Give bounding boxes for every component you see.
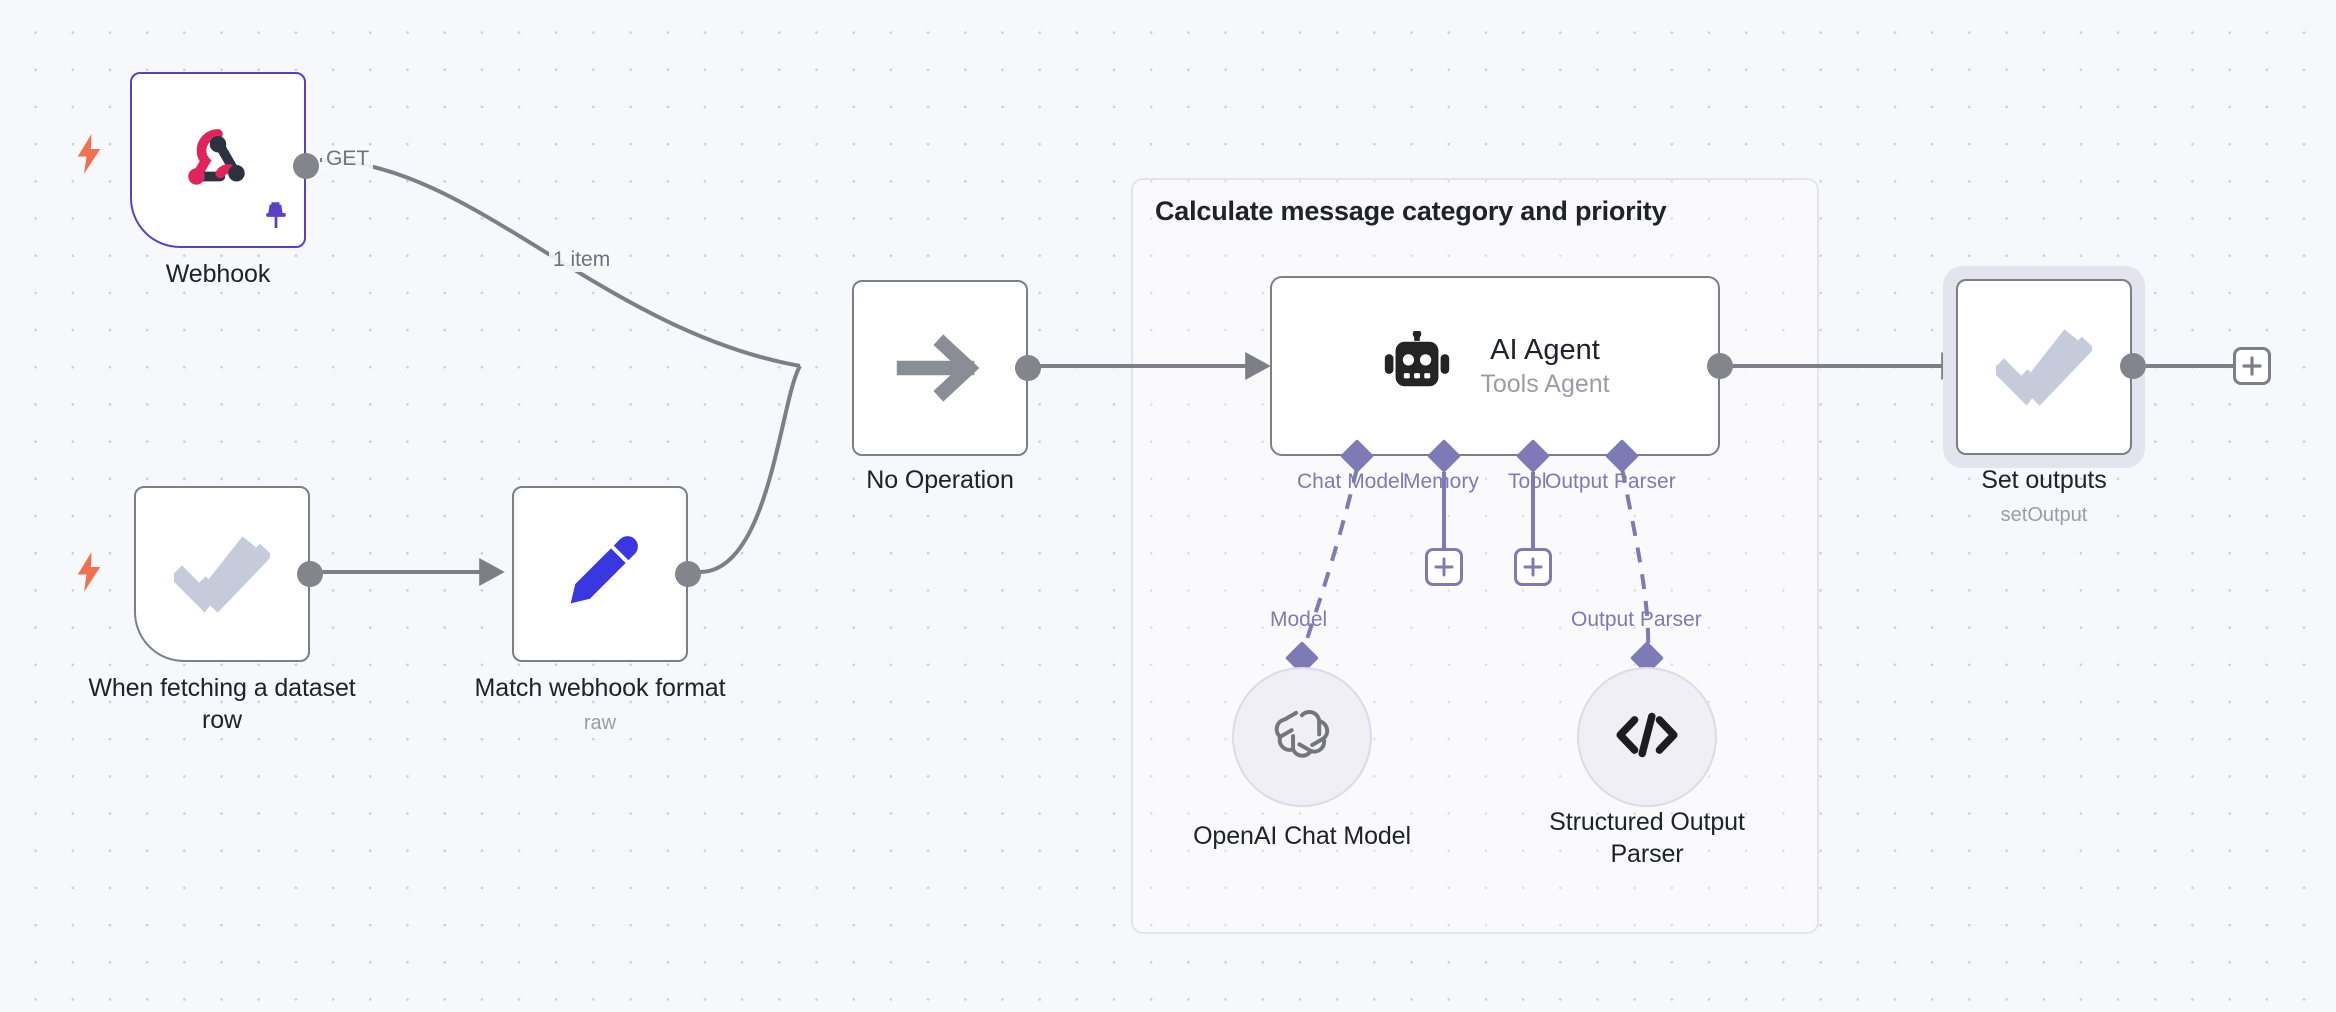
- node-ai-agent[interactable]: AI Agent Tools Agent: [1270, 276, 1720, 456]
- set-outputs-output-dot[interactable]: [2120, 353, 2146, 379]
- agent-port-label-tool: Tool: [1508, 470, 1547, 493]
- node-structured-output-parser[interactable]: [1577, 667, 1717, 807]
- plus-icon: [1434, 557, 1454, 577]
- trigger-bolt-icon-2: [74, 552, 104, 592]
- add-memory-button[interactable]: [1425, 548, 1463, 586]
- node-match-webhook-format[interactable]: [512, 486, 688, 662]
- node-webhook[interactable]: [130, 72, 306, 248]
- node-openai-caption: OpenAI Chat Model: [1193, 822, 1411, 850]
- plus-icon: [2242, 356, 2262, 376]
- node-structured-output-parser-caption: Structured Output Parser: [1549, 808, 1745, 868]
- group-title: Calculate message category and priority: [1155, 196, 1667, 226]
- edge-label-1-item: 1 item: [549, 248, 615, 272]
- openai-connector-label: Model: [1270, 608, 1328, 631]
- agent-port-label-memory: Memory: [1403, 470, 1479, 493]
- match-webhook-output-dot[interactable]: [675, 561, 701, 587]
- agent-port-label-output-parser: Output Parser: [1545, 470, 1676, 493]
- double-check-icon-2: [1958, 281, 2130, 453]
- ai-agent-subtitle: Tools Agent: [1480, 370, 1610, 398]
- double-check-icon: [136, 488, 308, 660]
- robot-icon: [1380, 329, 1454, 402]
- node-set-outputs-caption: Set outputs: [1981, 466, 2107, 494]
- ai-agent-output-dot[interactable]: [1707, 353, 1733, 379]
- no-operation-output-dot[interactable]: [1015, 355, 1041, 381]
- webhook-icon: [132, 74, 304, 246]
- pencil-icon: [514, 488, 686, 660]
- webhook-output-label: GET: [322, 147, 374, 171]
- agent-port-label-chat-model: Chat Model: [1297, 470, 1405, 493]
- parser-connector-label: Output Parser: [1571, 608, 1702, 631]
- node-set-outputs[interactable]: [1956, 279, 2132, 455]
- node-no-operation[interactable]: [852, 280, 1028, 456]
- arrow-right-icon: [854, 282, 1026, 454]
- dataset-trigger-output-dot[interactable]: [297, 561, 323, 587]
- node-set-outputs-subcaption: setOutput: [2000, 504, 2088, 526]
- node-webhook-caption: Webhook: [165, 260, 271, 288]
- node-no-operation-caption: No Operation: [866, 466, 1014, 494]
- openai-icon: [1269, 702, 1335, 773]
- code-brackets-icon: [1614, 709, 1680, 766]
- add-tool-button[interactable]: [1514, 548, 1552, 586]
- ai-agent-title: AI Agent: [1490, 334, 1600, 366]
- node-openai-chat-model[interactable]: [1232, 667, 1372, 807]
- plus-icon: [1523, 557, 1543, 577]
- node-when-fetching-dataset-row[interactable]: [134, 486, 310, 662]
- pin-icon[interactable]: [262, 200, 290, 232]
- node-match-webhook-subcaption: raw: [583, 712, 617, 734]
- node-match-webhook-caption: Match webhook format: [474, 674, 726, 702]
- node-when-fetching-caption: When fetching a dataset row: [88, 674, 356, 734]
- webhook-output-dot[interactable]: [293, 153, 319, 179]
- add-node-button[interactable]: [2233, 347, 2271, 385]
- trigger-bolt-icon: [74, 134, 104, 174]
